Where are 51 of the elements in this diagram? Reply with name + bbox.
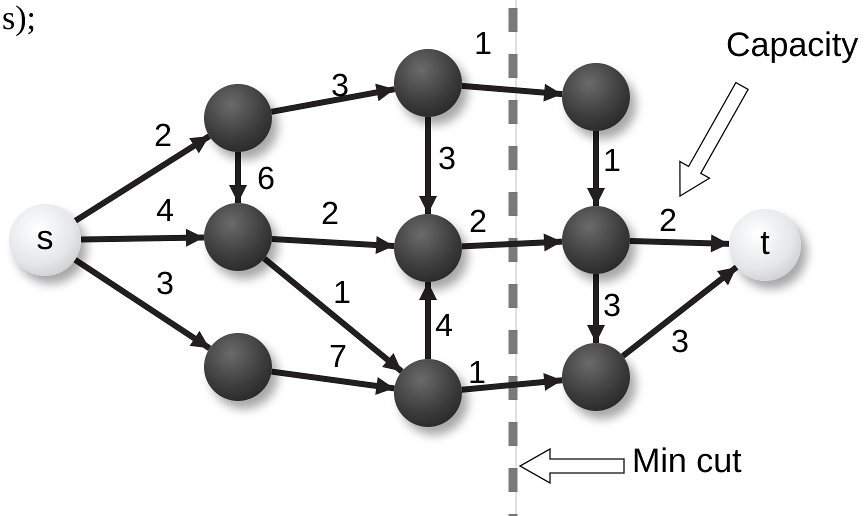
edge-label: 1 <box>333 276 351 308</box>
edge-label: 2 <box>321 197 339 229</box>
graph-node <box>394 359 462 427</box>
graph-node <box>204 84 272 152</box>
arrow <box>272 236 394 254</box>
callout-arrow <box>518 448 625 484</box>
terminal-node: t <box>729 209 801 281</box>
arrow <box>262 256 404 374</box>
graph-node <box>204 203 272 271</box>
edge-label: 1 <box>603 144 621 176</box>
arrow <box>271 368 395 395</box>
text-fragment: s); <box>2 2 36 36</box>
edge-label: 2 <box>659 204 677 236</box>
terminal-node: s <box>9 204 81 276</box>
arrow <box>419 282 437 359</box>
edge-label: 3 <box>671 325 689 357</box>
cut-line <box>506 0 520 516</box>
edge-label: 4 <box>435 309 453 341</box>
arrow <box>587 274 605 343</box>
callout-label: Capacity <box>726 28 858 62</box>
edge-label: 2 <box>154 119 172 151</box>
edge-label: 3 <box>331 69 349 101</box>
arrow <box>462 372 562 393</box>
arrow <box>73 257 212 351</box>
graph-node <box>394 49 462 117</box>
arrow <box>74 134 211 224</box>
graph-node <box>562 63 630 131</box>
arrow <box>270 84 396 115</box>
callout-label: Min cut <box>632 444 742 478</box>
arrow <box>587 131 605 206</box>
callout-arrow <box>679 82 749 198</box>
arrow <box>630 234 730 252</box>
edge-label: 2 <box>469 205 487 237</box>
edge-label: 7 <box>329 340 347 372</box>
edge-label: 1 <box>468 356 486 388</box>
edge-label: 6 <box>257 162 275 194</box>
arrow <box>229 152 247 203</box>
edge-label: 3 <box>603 289 621 321</box>
edge-label: 4 <box>156 194 174 226</box>
graph-node <box>562 206 630 274</box>
arrow <box>419 117 437 214</box>
arrow <box>620 264 738 358</box>
graph-node <box>562 343 630 411</box>
graph-node <box>394 214 462 282</box>
arrow <box>80 228 204 247</box>
graph-node <box>204 333 272 401</box>
arrow <box>462 82 562 102</box>
edge-label: 3 <box>156 267 174 299</box>
arrow <box>462 233 562 252</box>
edge-label: 3 <box>438 142 456 174</box>
edge-label: 1 <box>474 27 492 59</box>
